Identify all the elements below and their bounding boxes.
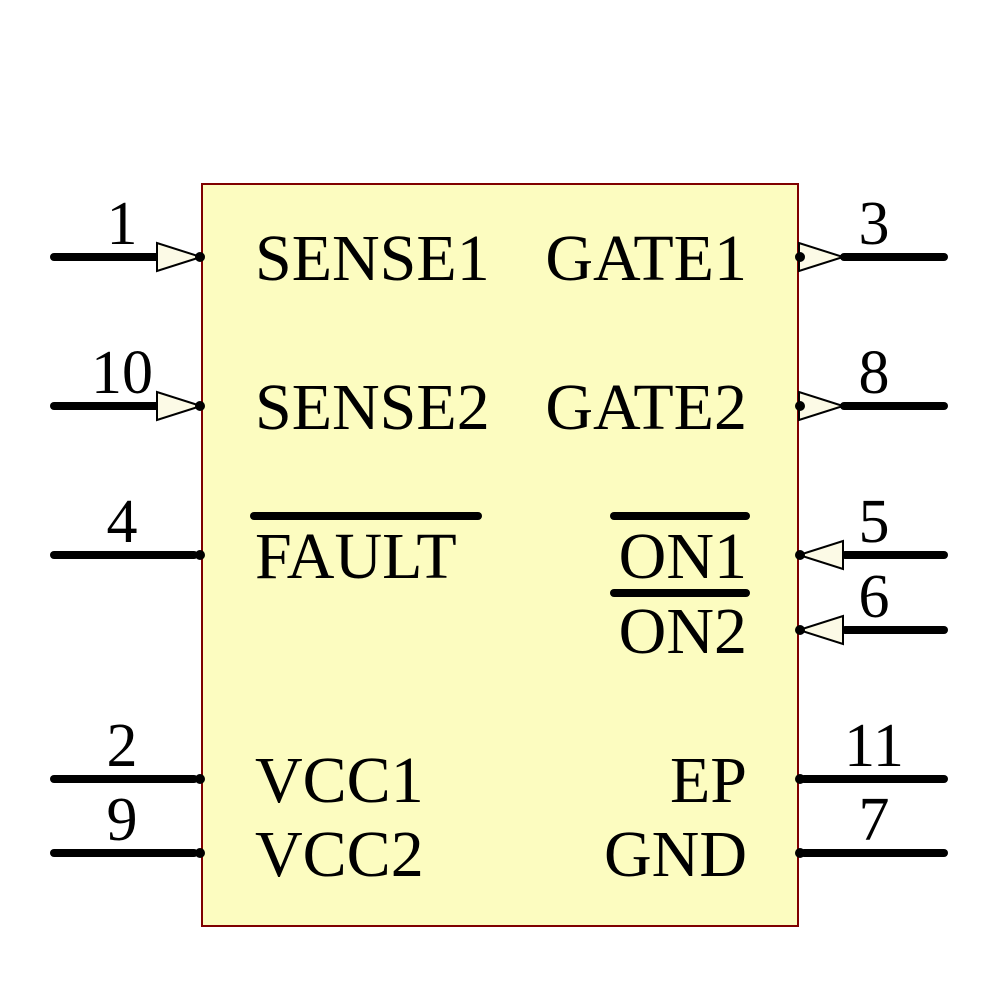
pin-label: GATE2 (545, 371, 747, 444)
pin-wire[interactable] (50, 551, 198, 559)
pin-wire[interactable] (841, 626, 948, 634)
pin-number: 9 (106, 786, 138, 854)
pin-label: VCC1 (255, 744, 424, 817)
pin-wire[interactable] (840, 253, 948, 261)
pin-connection-dot (195, 252, 205, 262)
pin-label: VCC2 (255, 818, 424, 891)
pin-connection-dot (795, 550, 805, 560)
active-low-overline (250, 512, 482, 520)
input-arrow-icon[interactable] (798, 614, 844, 646)
pin-label: GND (604, 818, 747, 891)
pin-connection-dot (195, 401, 205, 411)
pin-wire[interactable] (840, 402, 948, 410)
pin-number: 5 (858, 488, 890, 556)
pin-wire[interactable] (800, 775, 948, 783)
pin-connection-dot (195, 848, 205, 858)
active-low-overline (610, 589, 750, 597)
ic-body[interactable] (201, 183, 799, 927)
pin-connection-dot (795, 848, 805, 858)
pin-wire[interactable] (841, 551, 948, 559)
pin-number: 8 (858, 339, 890, 407)
pin-label: EP (669, 744, 747, 817)
input-arrow-icon[interactable] (156, 390, 202, 422)
input-arrow-icon[interactable] (798, 539, 844, 571)
pin-number: 4 (106, 488, 138, 556)
active-low-overline (610, 512, 750, 520)
pin-number: 6 (858, 563, 890, 631)
pin-number: 10 (91, 339, 153, 407)
input-arrow-icon[interactable] (156, 241, 202, 273)
pin-wire[interactable] (50, 402, 162, 410)
pin-label: ON2 (618, 595, 747, 668)
pin-wire[interactable] (50, 253, 162, 261)
pin-connection-dot (795, 774, 805, 784)
pin-label: SENSE1 (255, 222, 490, 295)
pin-number: 7 (858, 786, 890, 854)
pin-label: SENSE2 (255, 371, 490, 444)
pin-connection-dot (795, 252, 805, 262)
pin-connection-dot (195, 550, 205, 560)
pin-label: FAULT (255, 520, 457, 593)
pin-number: 11 (844, 712, 904, 780)
pin-connection-dot (195, 774, 205, 784)
pin-wire[interactable] (50, 775, 198, 783)
pin-connection-dot (795, 401, 805, 411)
pin-connection-dot (795, 625, 805, 635)
pin-wire[interactable] (50, 849, 198, 857)
pin-wire[interactable] (800, 849, 948, 857)
pin-number: 3 (858, 190, 890, 258)
pin-label: ON1 (618, 520, 747, 593)
pin-number: 1 (106, 190, 138, 258)
pin-number: 2 (106, 712, 138, 780)
pin-label: GATE1 (545, 222, 747, 295)
